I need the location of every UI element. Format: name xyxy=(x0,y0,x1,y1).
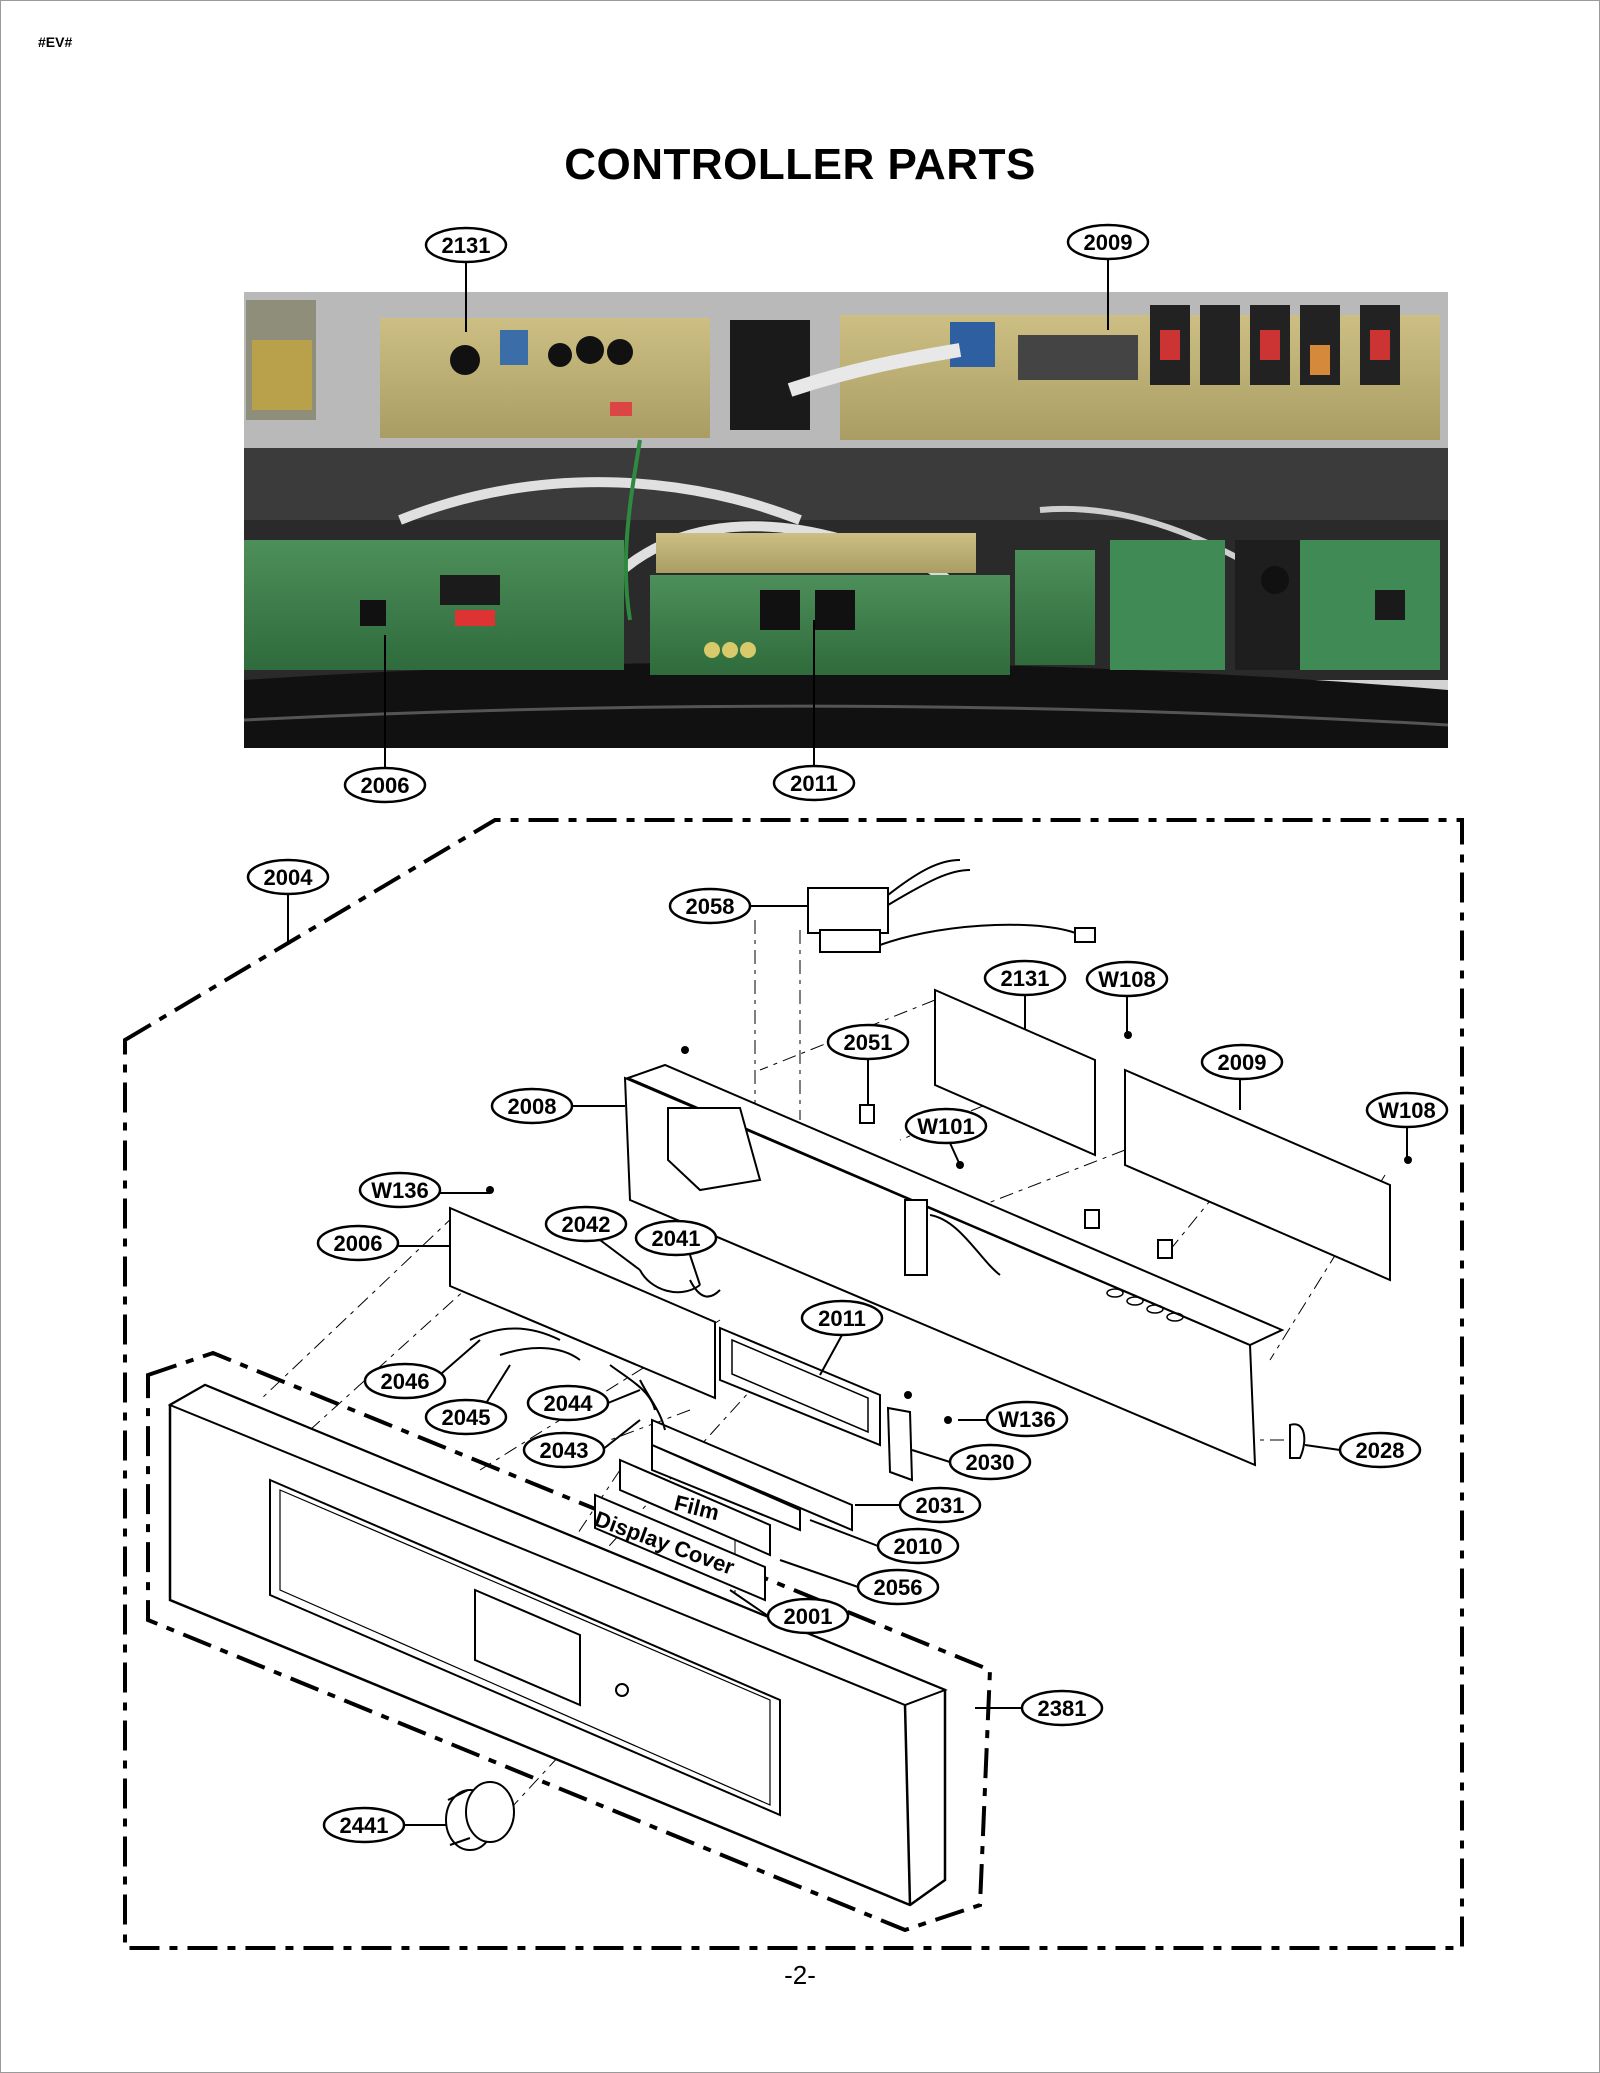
page-number: -2- xyxy=(784,1960,816,1990)
callout-w108-right: W108 xyxy=(1365,1091,1449,1129)
transformer-2058 xyxy=(807,859,1096,953)
photo-callout-2011: 2011 xyxy=(772,764,856,802)
photo-callout-2006: 2006 xyxy=(343,766,427,804)
callout-2004: 2004 xyxy=(246,858,330,896)
callout-2041: 2041 xyxy=(634,1219,718,1257)
callout-2051-label: 2051 xyxy=(844,1030,893,1055)
callout-2056: 2056 xyxy=(856,1568,940,1606)
callout-2030-label: 2030 xyxy=(966,1450,1015,1475)
callout-2441: 2441 xyxy=(322,1806,406,1844)
callout-2001: 2001 xyxy=(766,1597,850,1635)
callout-2010: 2010 xyxy=(876,1527,960,1565)
callout-w108-top-label: W108 xyxy=(1098,967,1155,992)
callout-2031: 2031 xyxy=(898,1486,982,1524)
callout-w136-right: W136 xyxy=(985,1400,1069,1438)
photo-callout-2009-label: 2009 xyxy=(1084,230,1133,255)
photo-callout-2009: 2009 xyxy=(1066,223,1150,261)
callout-2381: 2381 xyxy=(1020,1689,1104,1727)
photo-callouts: 2131 2009 2006 2011 xyxy=(343,223,1150,804)
clip-2028 xyxy=(1289,1423,1306,1459)
board-2009 xyxy=(1124,1068,1391,1282)
board-2006 xyxy=(449,1206,716,1400)
callout-2043-label: 2043 xyxy=(540,1438,589,1463)
callout-2031-label: 2031 xyxy=(916,1493,965,1518)
callout-2004-label: 2004 xyxy=(264,865,314,890)
callout-2010-label: 2010 xyxy=(894,1534,943,1559)
exploded-callouts: 2004 2058 2131 W108 2051 2009 W108 2008 … xyxy=(246,858,1449,1844)
callout-2058: 2058 xyxy=(668,887,752,925)
controller-photo xyxy=(243,292,1449,748)
callout-w136-left-label: W136 xyxy=(371,1178,428,1203)
photo-callout-2011-label: 2011 xyxy=(790,771,838,796)
holder-2010 xyxy=(651,1418,853,1532)
callout-2051: 2051 xyxy=(826,1023,910,1061)
callout-2030: 2030 xyxy=(948,1443,1032,1481)
callout-w108-top: W108 xyxy=(1085,960,1169,998)
callout-2006-lower-label: 2006 xyxy=(334,1231,383,1256)
callout-2009-lower: 2009 xyxy=(1200,1043,1284,1081)
callout-2046-label: 2046 xyxy=(381,1369,430,1394)
photo-callout-2131: 2131 xyxy=(424,226,508,264)
callout-w101: W101 xyxy=(904,1107,988,1145)
callout-2056-label: 2056 xyxy=(874,1575,923,1600)
callout-w101-label: W101 xyxy=(917,1114,974,1139)
callout-2006-lower: 2006 xyxy=(316,1224,400,1262)
callout-2044-label: 2044 xyxy=(544,1391,594,1416)
callout-w108-right-label: W108 xyxy=(1378,1098,1435,1123)
callout-2131-lower-label: 2131 xyxy=(1001,966,1050,991)
panel-boundary xyxy=(146,1350,993,1933)
callout-2041-label: 2041 xyxy=(652,1226,701,1251)
callout-2042-label: 2042 xyxy=(562,1212,611,1237)
board-2030 xyxy=(886,1406,914,1482)
board-2131 xyxy=(934,988,1096,1157)
callout-2381-label: 2381 xyxy=(1038,1696,1087,1721)
bracket-2008 xyxy=(623,1063,1285,1467)
callout-2043: 2043 xyxy=(522,1431,606,1469)
knob-2441 xyxy=(445,1781,515,1851)
callout-w136-left: W136 xyxy=(358,1171,442,1209)
callout-2042: 2042 xyxy=(544,1205,628,1243)
document-code: #EV# xyxy=(38,34,73,50)
assembly-boundary xyxy=(123,818,1464,1950)
callout-2058-label: 2058 xyxy=(686,894,735,919)
callout-2045: 2045 xyxy=(424,1398,508,1436)
callout-2131-lower: 2131 xyxy=(983,959,1067,997)
small-connectors xyxy=(859,1104,1173,1259)
photo-callout-2006-label: 2006 xyxy=(361,773,410,798)
callout-2008: 2008 xyxy=(490,1087,574,1125)
callout-2044: 2044 xyxy=(526,1384,610,1422)
callout-2001-label: 2001 xyxy=(784,1604,833,1629)
callout-2046: 2046 xyxy=(363,1362,447,1400)
harness-lines xyxy=(469,1269,721,1431)
callout-2045-label: 2045 xyxy=(442,1405,491,1430)
display-2011 xyxy=(719,1326,881,1447)
callout-2028-label: 2028 xyxy=(1356,1438,1405,1463)
callout-2011-lower-label: 2011 xyxy=(818,1306,866,1331)
callout-2441-label: 2441 xyxy=(340,1813,389,1838)
callout-2028: 2028 xyxy=(1338,1431,1422,1469)
callout-2011-lower: 2011 xyxy=(800,1299,884,1337)
photo-callout-2131-label: 2131 xyxy=(442,233,491,258)
callout-2009-lower-label: 2009 xyxy=(1218,1050,1267,1075)
page-title: CONTROLLER PARTS xyxy=(564,140,1036,189)
callout-w136-right-label: W136 xyxy=(998,1407,1055,1432)
callout-2008-label: 2008 xyxy=(508,1094,557,1119)
panel-2381 xyxy=(167,1383,948,1907)
